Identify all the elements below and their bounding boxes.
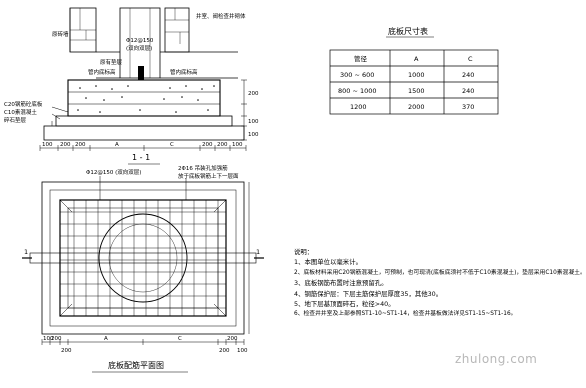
notes-heading: 说明：: [294, 248, 314, 256]
rebar-label: Φ12@150: [126, 38, 154, 44]
cut-label-left: 1: [24, 248, 28, 256]
size-table: 底板尺寸表 管径 A C 300 ~ 600 1000 240 800 ~ 10…: [329, 26, 499, 115]
plan-view: [22, 176, 264, 373]
hdim-7: 200: [217, 142, 228, 148]
table-header-c: C: [468, 55, 473, 63]
plan-hdim-4: A: [104, 336, 108, 342]
table-cell: 2000: [408, 103, 425, 111]
plan-hdim-7: 200: [227, 336, 238, 342]
plan-labels: Φ12@150 (双向双层) 2Φ16 吊装孔加强筋 放于底板钢筋上下一层面 1…: [24, 164, 260, 370]
section-title: 1 - 1: [132, 153, 150, 162]
c20-label: C20钢筋砼底板: [4, 100, 43, 108]
plan-title: 底板配筋平面图: [108, 360, 164, 370]
hdim-5: C: [170, 142, 174, 148]
note-item: 1、本图单位以毫米计。: [294, 258, 362, 267]
c10-label: C10素混凝土: [4, 108, 37, 116]
table-cell: 240: [462, 87, 474, 95]
hdim-3: 200: [75, 142, 86, 148]
hdim-1: 100: [42, 142, 53, 148]
plan-outer: [41, 181, 245, 335]
plan-side-label-2: 放于底板钢筋上下一层面: [178, 172, 239, 180]
note-item: 5、地下层基顶面碎石，粒径>40。: [294, 300, 395, 309]
table-cell: 800 ~ 1000: [338, 87, 377, 95]
plan-opening: [98, 213, 188, 303]
vdim-3: 100: [248, 132, 259, 138]
wall-note: 井室、阀检查井砌体: [196, 12, 246, 20]
notes-block: 说明： 1、本图单位以毫米计。 2、底板材料采用C20钢筋混凝土，可预制，也可现…: [294, 247, 586, 320]
note-item: 2、底板材料采用C20钢筋混凝土，可预制，也可现浇(底板底须衬不低于C10素混凝…: [294, 269, 586, 276]
table-cell: 1200: [350, 103, 367, 111]
rebar-mark: [138, 66, 144, 80]
plan-hdim-5: C: [178, 336, 182, 342]
hdim-4: A: [115, 142, 119, 148]
table-cell: 1500: [408, 87, 425, 95]
plan-hdim-6: 200: [219, 348, 230, 354]
hdim-6: 200: [202, 142, 213, 148]
note-item: 3、底板钢筋布置时注意预留孔。: [294, 279, 388, 288]
plan-hdim-2: 200: [51, 336, 62, 342]
table-cell: 240: [462, 71, 474, 79]
table-header-pipe: 管径: [354, 54, 368, 63]
cover-label: 原有垫层: [100, 58, 123, 66]
plan-rebar-label: Φ12@150 (双向双层): [86, 168, 141, 176]
slab-hatch: [77, 66, 215, 113]
section-view: [39, 7, 247, 165]
pipe-right-label: 管内底标高: [170, 68, 198, 76]
plan-slab: [59, 199, 227, 317]
plan-hdim-1: 100: [43, 336, 54, 342]
hdim-2: 200: [60, 142, 71, 148]
plan-pipe: [29, 252, 257, 264]
vdim-1: 200: [248, 91, 259, 97]
gravel-layer: [43, 125, 245, 141]
plan-side-label: 2Φ16 吊装孔加强筋: [178, 164, 228, 172]
section-labels: 井室、阀检查井砌体 原砖墙 Φ12@150 (双向双层) 管内底标高 原有垫层 …: [4, 12, 259, 162]
note-item: 4、钢筋保护层：下层主筋保护层厚度35，其他30。: [294, 289, 443, 298]
table-cell: 300 ~ 600: [340, 71, 374, 79]
table-header-a: A: [414, 55, 419, 63]
gravel-label: 碎石垫层: [4, 116, 27, 124]
plan-hdim-8: 100: [237, 348, 248, 354]
note-item: 6、检查井井室及上部参照ST1-10~ST1-14，检查井基板做法详见ST1-1…: [294, 311, 517, 318]
c10-layer: [55, 115, 233, 127]
hdim-8: 100: [232, 142, 243, 148]
table-cell: 1000: [408, 71, 425, 79]
left-wall-label: 原砖墙: [52, 30, 69, 38]
right-wall: [164, 7, 190, 53]
plan-hdim-3: 200: [61, 348, 72, 354]
concrete-slab: [67, 79, 221, 117]
table-cell: 370: [462, 103, 474, 111]
vdim-2: 100: [248, 119, 259, 125]
drawing-canvas: 井室、阀检查井砌体 原砖墙 Φ12@150 (双向双层) 管内底标高 原有垫层 …: [4, 7, 499, 373]
cut-label-right: 1: [256, 248, 260, 256]
table-title: 底板尺寸表: [388, 26, 428, 36]
pipe-left-label: 管内底标高: [88, 68, 116, 76]
rebar-label-2: (双向双层): [126, 44, 152, 52]
watermark: zhulong.com: [455, 352, 538, 366]
